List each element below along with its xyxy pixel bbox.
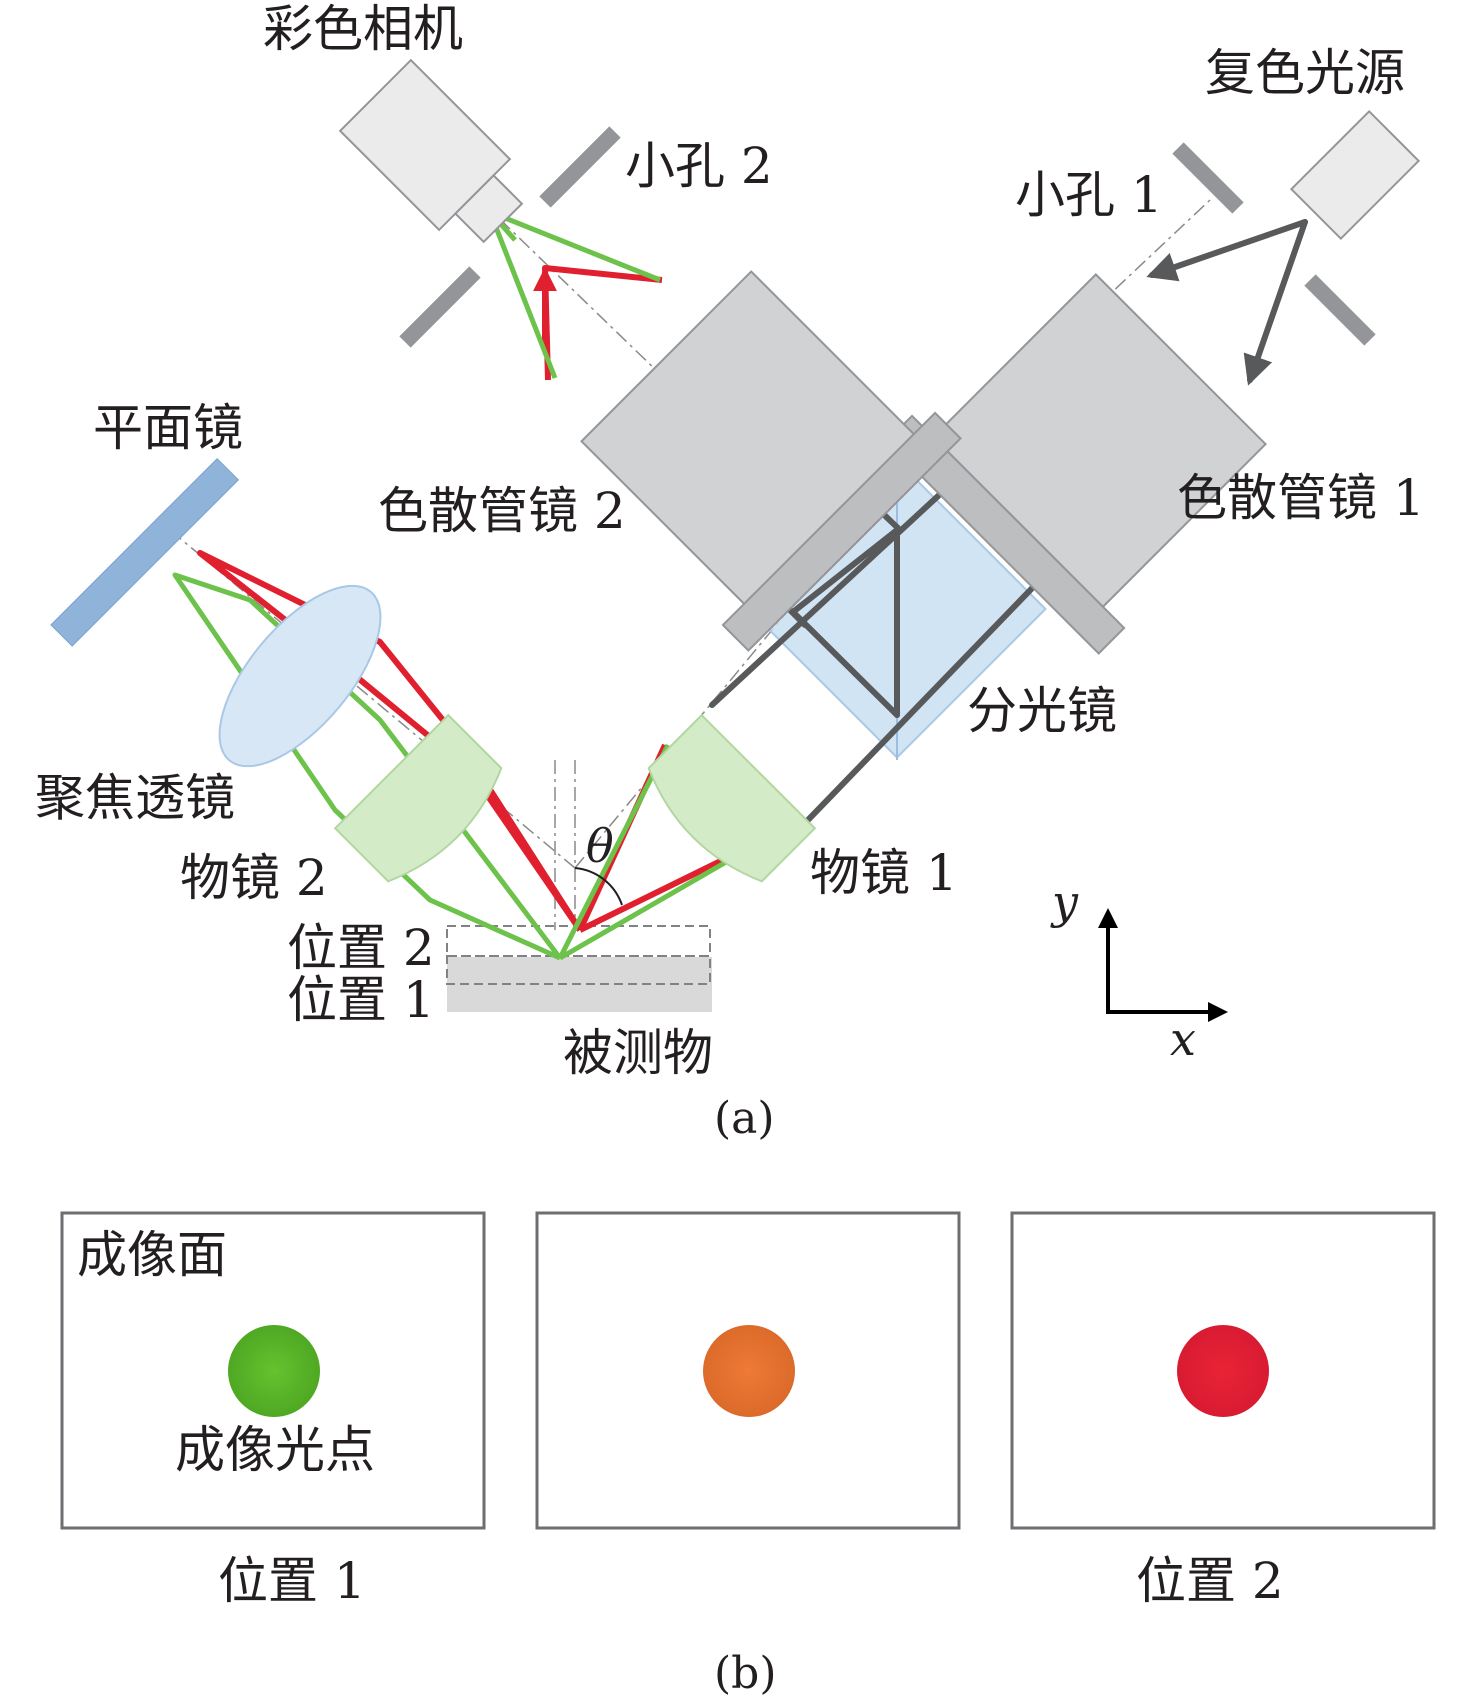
- label-imaging-plane: 成像面: [77, 1226, 227, 1284]
- position-1-box: [446, 955, 711, 985]
- color-camera: [338, 58, 524, 244]
- pinhole-2: [399, 126, 621, 348]
- caption-a: (a): [714, 1093, 775, 1144]
- pinhole-1: [1172, 142, 1376, 346]
- label-dispersive-tube-lens-1: 色散管镜 1: [1177, 469, 1425, 527]
- label-objective-1: 物镜 1: [810, 844, 958, 902]
- focusing-lens: [218, 584, 382, 768]
- objective-1: [647, 713, 817, 883]
- imaging-spot-green: [228, 1325, 320, 1417]
- plane-mirror: [50, 457, 240, 647]
- label-color-camera: 彩色相机: [263, 0, 463, 58]
- illumination-rays: [709, 219, 1308, 823]
- objective-2: [333, 713, 503, 883]
- label-dispersive-tube-lens-2: 色散管镜 2: [378, 482, 626, 540]
- panel-a: 彩色相机 小孔 2 复色光源 小孔 1 平面镜 色散管镜 2 色散管镜 1 分光…: [35, 0, 1425, 1144]
- label-beam-splitter: 分光镜: [967, 682, 1117, 740]
- label-frame-1: 位置 1: [218, 1552, 366, 1610]
- label-plane-mirror: 平面镜: [93, 399, 243, 457]
- imaging-spot-orange: [703, 1325, 795, 1417]
- label-measured-object: 被测物: [563, 1024, 713, 1082]
- label-axis-x: x: [1170, 1012, 1196, 1066]
- label-theta: θ: [586, 819, 614, 873]
- label-frame-3: 位置 2: [1136, 1552, 1284, 1610]
- panel-b: 成像面 成像光点 位置 1 位置 2 (b): [60, 1211, 1436, 1699]
- coordinate-axes: [1098, 908, 1228, 1022]
- label-position-2: 位置 2: [287, 919, 435, 977]
- imaging-frame-3: [1010, 1211, 1436, 1530]
- theta-arc: [574, 867, 623, 906]
- imaging-spot-red: [1177, 1325, 1269, 1417]
- broadband-light-source: [1289, 109, 1421, 241]
- label-broadband-source: 复色光源: [1205, 44, 1405, 102]
- label-pinhole-2: 小孔 2: [625, 137, 773, 195]
- label-focusing-lens: 聚焦透镜: [35, 769, 235, 827]
- label-objective-2: 物镜 2: [180, 849, 328, 907]
- dispersive-tube-lens-2: [580, 270, 962, 652]
- label-pinhole-1: 小孔 1: [1015, 166, 1163, 224]
- caption-b: (b): [714, 1648, 777, 1699]
- label-position-1: 位置 1: [287, 971, 435, 1029]
- imaging-frame-1: 成像面 成像光点: [60, 1211, 486, 1530]
- imaging-frame-2: [535, 1211, 961, 1530]
- label-imaging-spot: 成像光点: [175, 1421, 375, 1479]
- label-axis-y: y: [1050, 875, 1079, 929]
